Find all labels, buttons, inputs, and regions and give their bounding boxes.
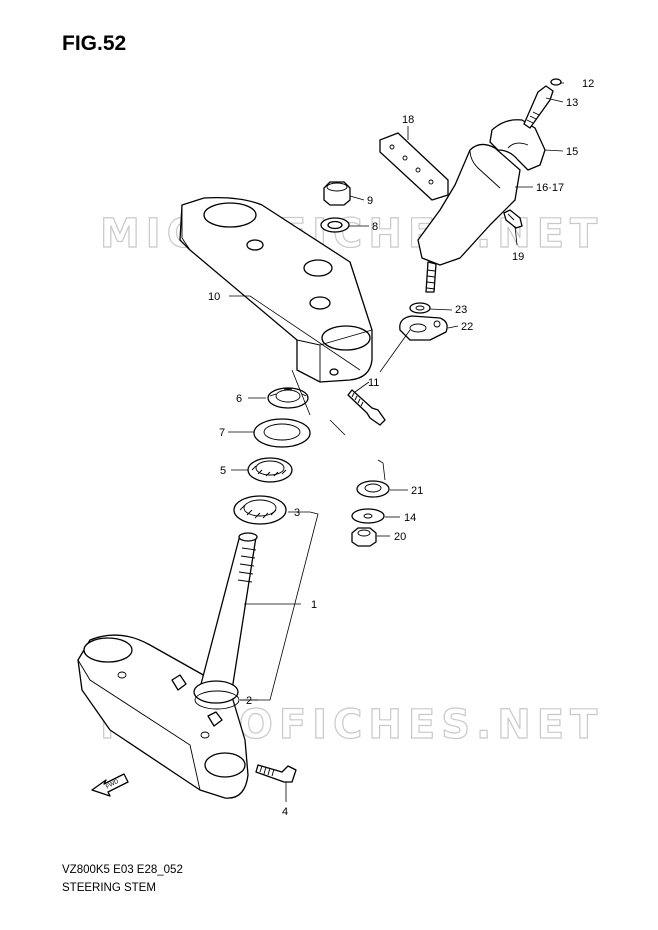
figure-title: FIG.52 (62, 32, 127, 55)
bracket-bolt (347, 389, 386, 426)
callout-9: 9 (367, 195, 373, 207)
nut-20 (351, 527, 377, 547)
washer-23 (409, 302, 431, 314)
callout-16-17: 16·17 (536, 182, 564, 194)
washer-12 (550, 78, 562, 86)
lower-bearing-3 (233, 495, 287, 525)
handlebar-upper-clamp (489, 119, 546, 171)
lower-dust-seal-2 (194, 690, 240, 710)
callout-6: 6 (236, 393, 242, 405)
figure-name: STEERING STEM (62, 882, 156, 894)
figure-code: VZ800K5 E03 E28_052 (62, 864, 183, 876)
callout-3: 3 (294, 507, 300, 519)
callout-14: 14 (404, 512, 416, 524)
callout-12: 12 (582, 78, 594, 90)
holder-plate-21 (399, 315, 448, 341)
callout-18: 18 (402, 114, 414, 126)
callout-10: 10 (208, 291, 220, 303)
steering-stem-lower-bracket (77, 532, 258, 799)
callout-7: 7 (219, 427, 225, 439)
callout-19: 19 (512, 251, 524, 263)
callout-21: 22 (461, 321, 473, 333)
washer-22 (356, 480, 390, 498)
watermark-top: MICROFICHES.NET (100, 211, 603, 257)
holder-plate (379, 132, 449, 201)
handlebar-holder (417, 143, 521, 293)
callout-20: 20 (394, 531, 406, 543)
callout-5: 5 (220, 465, 226, 477)
washer-14 (351, 508, 385, 524)
cap-nut (323, 181, 351, 206)
callout-2: 2 (246, 695, 252, 707)
fwd-arrow: FWD (91, 773, 129, 797)
steering-nut-6 (267, 387, 309, 409)
lower-bracket-bolt-4 (255, 764, 297, 783)
dust-seal-7 (253, 418, 311, 448)
holder-bolt-19 (503, 209, 523, 229)
callout-13: 13 (566, 97, 578, 109)
callout-4: 4 (282, 806, 288, 818)
leader-lines (228, 82, 564, 802)
callout-11: 11 (368, 377, 379, 389)
washer-8 (320, 217, 350, 233)
callout-22: 21 (411, 485, 423, 497)
upper-bracket (179, 197, 373, 383)
callout-8: 8 (372, 221, 378, 233)
clamp-bolt-13 (523, 85, 554, 129)
upper-bearing-5 (247, 457, 293, 483)
callout-15: 15 (566, 146, 578, 158)
callout-1: 1 (311, 599, 317, 611)
callout-23: 23 (455, 304, 467, 316)
